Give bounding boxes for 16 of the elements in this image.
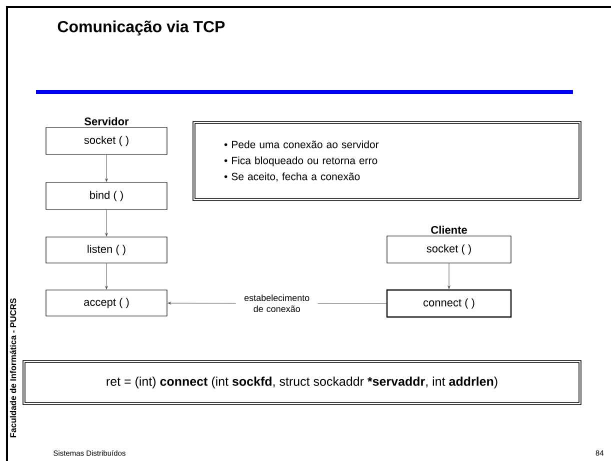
- arrow: [105, 154, 108, 182]
- function-box: connect ( ): [386, 289, 512, 318]
- arrow: [105, 263, 108, 290]
- function-box: socket ( ): [386, 236, 512, 264]
- arrow: [448, 263, 450, 289]
- edge-label: estabelecimento de conexão: [236, 292, 318, 314]
- function-box: socket ( ): [46, 127, 168, 155]
- function-box: listen ( ): [46, 236, 168, 264]
- arrow: [105, 210, 108, 236]
- function-box: bind ( ): [46, 182, 168, 210]
- heading: Cliente: [431, 226, 467, 234]
- heading: Servidor: [84, 117, 129, 126]
- slide-title: Comunicação via TCP: [58, 20, 225, 36]
- function-box: accept ( ): [46, 290, 168, 316]
- note-box: • Pede uma conexão ao servidor • Fica bloqueado ou retorna erro • Se aceito, fecha a conexão: [192, 121, 582, 201]
- code-box: ret = (int) connect (int sockfd, struct sockaddr *servaddr, int addrlen): [22, 360, 582, 405]
